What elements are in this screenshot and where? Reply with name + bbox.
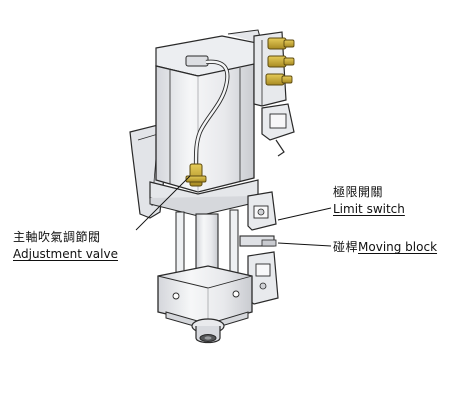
valve-manifold xyxy=(253,31,287,107)
air-fitting-icon xyxy=(265,37,295,86)
adjustment-valve-part xyxy=(185,163,207,187)
spindle-nose xyxy=(191,318,225,344)
moving-block-label: 碰桿Moving block xyxy=(333,238,437,254)
top-cap xyxy=(155,29,263,88)
solenoid-connector-icon xyxy=(261,103,295,157)
adjustment-valve-label-en: Adjustment valve xyxy=(13,247,118,261)
moving-block-label-en: Moving block xyxy=(358,240,438,254)
moving-block xyxy=(239,235,277,247)
air-hose-icon xyxy=(185,55,230,165)
lower-switch-block xyxy=(247,251,279,305)
limit-switch-label-zh: 極限開關 xyxy=(333,185,384,199)
main-cylinder xyxy=(155,63,255,193)
limit-switch-block xyxy=(247,191,277,231)
leader-lines xyxy=(135,175,332,247)
moving-block-label-zh: 碰桿 xyxy=(333,240,359,254)
adjustment-valve-label-zh: 主軸吹氣調節閥 xyxy=(13,230,101,244)
limit-switch-label-en: Limit switch xyxy=(333,202,405,216)
